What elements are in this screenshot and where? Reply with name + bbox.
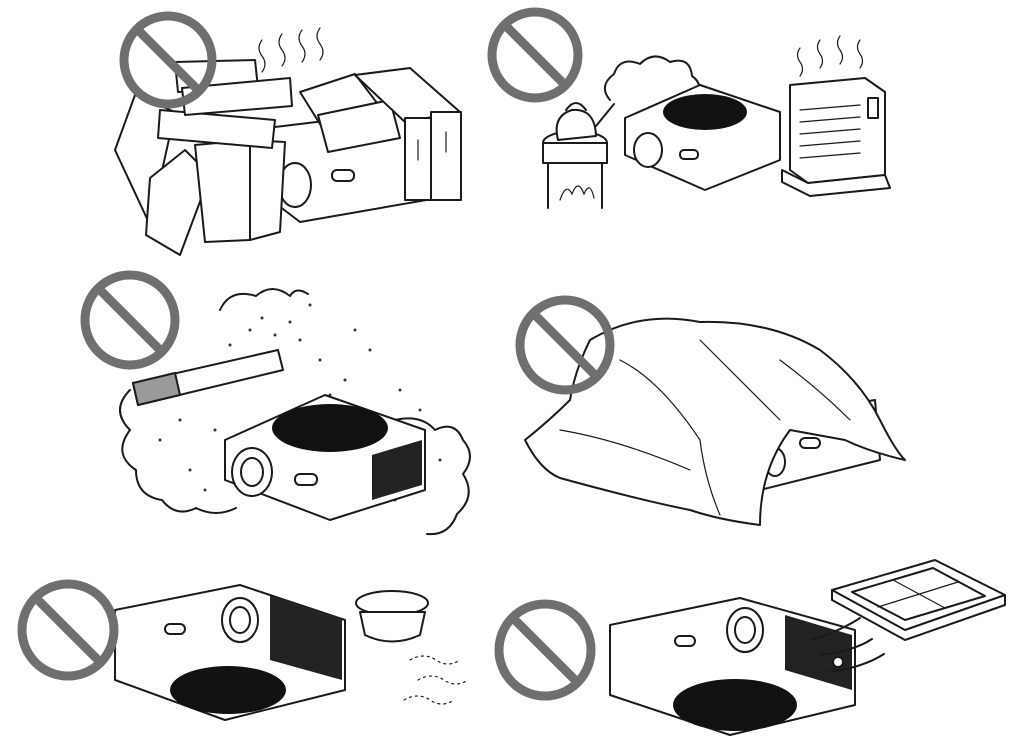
kettle-icon (557, 103, 614, 140)
prohibition-sign-icon (22, 584, 114, 676)
air-vent-icon (832, 560, 1005, 640)
projector-illustration (625, 85, 780, 190)
prohibition-sign-icon (124, 16, 212, 104)
cloth-cover-icon (525, 319, 905, 525)
panel-smoke-detector (22, 584, 468, 720)
heater-icon (782, 78, 890, 196)
panel-cloth (520, 300, 905, 525)
panel-books (115, 16, 461, 255)
prohibition-sign-icon (85, 275, 175, 365)
panel-air-vent (499, 560, 1005, 735)
projector-illustration (610, 598, 855, 735)
prohibition-sign-icon (499, 604, 591, 696)
heat-waves-icon (259, 28, 323, 72)
smoke-wisps-icon (404, 656, 468, 704)
prohibition-sign-icon (492, 12, 578, 98)
panel-smoke (85, 275, 470, 534)
stove-icon (543, 131, 607, 208)
projector-illustration (115, 585, 345, 720)
panel-steam-heater (492, 12, 890, 208)
heat-waves-icon (798, 36, 863, 76)
smoke-detector-icon (356, 591, 428, 642)
